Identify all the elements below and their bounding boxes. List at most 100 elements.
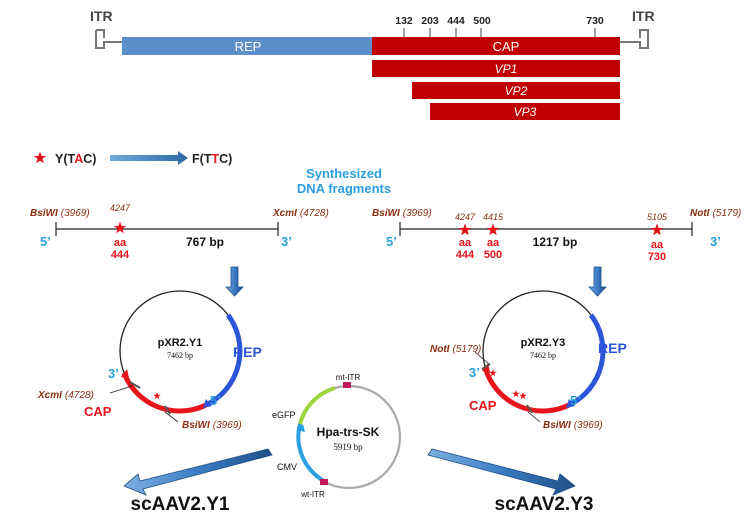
rep-arc <box>206 313 243 407</box>
rep-arc <box>569 313 606 407</box>
star-icon <box>33 151 47 164</box>
rep-bar <box>122 37 372 55</box>
vp3-bar <box>430 103 620 120</box>
synth-title-line1: Synthesized <box>306 166 382 181</box>
frag2-end3: 3’ <box>710 234 721 249</box>
plasmid1-end5: 5’ <box>210 393 221 408</box>
plasmid1-size: 7462 bp <box>167 351 193 360</box>
frag1-mut-num: 444 <box>111 249 130 261</box>
frag2-mut-pos: 4415 <box>483 212 504 222</box>
frag2-mut-pos: 4247 <box>455 212 476 222</box>
frag2-mut-num: 500 <box>484 249 502 261</box>
cap-arc <box>121 372 210 414</box>
helper-name: Hpa-trs-SK <box>317 425 380 439</box>
plasmid1-cap: CAP <box>84 404 112 419</box>
plasmid1-end3: 3’ <box>108 366 119 381</box>
frag1-length: 767 bp <box>186 235 224 249</box>
synth-title-line2: DNA fragments <box>297 181 391 196</box>
plasmid1-name: pXR2.Y1 <box>158 337 203 349</box>
frag2-mut-num: 444 <box>456 249 475 261</box>
plasmid2-site-b: BsiWI(3969) <box>543 420 603 431</box>
cap-arc <box>482 366 573 414</box>
frag2-mut-pos: 5105 <box>647 212 668 222</box>
egfp-arc <box>298 386 336 425</box>
helper-cmv: CMV <box>277 462 297 472</box>
star-icon <box>519 392 527 400</box>
plasmid2-size: 7462 bp <box>530 351 556 360</box>
plasmid2-cap: CAP <box>469 398 497 413</box>
frag2-mut-aa: aa <box>487 237 500 249</box>
mutation-legend: Y(TAC) F(TTC) <box>33 151 232 166</box>
itr-right-label: ITR <box>632 8 655 24</box>
cap-bar-label: CAP <box>493 39 520 54</box>
helper-egfp: eGFP <box>272 410 296 420</box>
frag1-end5: 5’ <box>40 234 51 249</box>
frag2-site-left: BsiWI(3969) <box>372 208 432 219</box>
arrow-down-left-icon <box>123 448 273 496</box>
arrow-down-right-icon <box>427 448 576 496</box>
vp1-bar <box>372 60 620 77</box>
star-icon <box>486 223 500 236</box>
product-y3: scAAV2.Y3 <box>495 494 594 515</box>
vp2-bar <box>412 82 620 99</box>
rep-bar-label: REP <box>235 39 262 54</box>
helper-mt-itr: mt-ITR <box>336 373 361 382</box>
star-icon <box>113 221 127 234</box>
pos-label: 730 <box>586 15 604 27</box>
frag2-length: 1217 bp <box>533 235 578 249</box>
helper-plasmid: mt-ITR wt-ITR eGFP CMV Hpa-trs-SK 5919 b… <box>272 373 402 499</box>
plasmid2-end5: 5’ <box>570 393 581 408</box>
star-icon <box>458 223 472 236</box>
itr-right-icon <box>620 29 649 49</box>
plasmid2-rep: REP <box>598 340 627 356</box>
star-icon <box>153 392 161 400</box>
plasmid2-name: pXR2.Y3 <box>521 337 566 349</box>
frag1-end3: 3’ <box>281 234 292 249</box>
cmv-arc <box>296 423 326 483</box>
vp1-label: VP1 <box>495 62 518 76</box>
arrow-right-icon <box>110 151 188 165</box>
pos-label: 444 <box>447 15 465 27</box>
plasmid-2: pXR2.Y3 7462 bp REP CAP 3’ 5’ NotI(5179)… <box>430 290 627 431</box>
fragment-2: BsiWI(3969) NotI(5179) 4247 4415 5105 aa… <box>372 208 741 263</box>
arrow-down-icon <box>225 266 244 297</box>
plasmid2-site-a: NotI(5179) <box>430 344 481 355</box>
fragment-1: BsiWI(3969) XcmI(4728) 4247 aa 444 767 b… <box>30 203 329 261</box>
star-icon <box>650 223 664 236</box>
frag2-end5: 5’ <box>386 234 397 249</box>
itr-left-label: ITR <box>90 8 113 24</box>
position-ticks <box>403 28 596 37</box>
plasmid2-end3: 3’ <box>469 365 480 380</box>
cap-bar <box>372 37 620 55</box>
helper-size: 5919 bp <box>333 442 363 452</box>
legend-tyr: Y(TAC) <box>55 152 96 166</box>
arrow-down-icon <box>588 266 607 297</box>
plasmid1-site-b: BsiWI(3969) <box>182 420 242 431</box>
vp3-label: VP3 <box>514 105 537 119</box>
pos-label: 132 <box>395 15 413 27</box>
frag2-mut-num: 730 <box>648 251 666 263</box>
wt-itr-mark <box>320 479 328 485</box>
plasmid-1: pXR2.Y1 7462 bp REP CAP 3’ 5’ XcmI(4728)… <box>37 290 262 431</box>
frag1-site-right: XcmI(4728) <box>272 208 329 219</box>
legend-phe: F(TTC) <box>192 152 232 166</box>
pos-label: 203 <box>421 15 439 27</box>
frag1-mut-aa: aa <box>114 237 127 249</box>
frag2-site-right: NotI(5179) <box>690 208 741 219</box>
pos-label: 500 <box>473 15 491 27</box>
mt-itr-mark <box>343 382 351 388</box>
plasmid1-site-a: XcmI(4728) <box>37 390 94 401</box>
helper-wt-itr: wt-ITR <box>300 490 325 499</box>
product-y1: scAAV2.Y1 <box>131 494 230 515</box>
vp2-label: VP2 <box>505 84 528 98</box>
frag1-mut-pos: 4247 <box>110 203 131 213</box>
itr-left-icon <box>95 29 122 49</box>
genome-map: ITR REP CAP ITR 132 203 444 500 730 V <box>90 8 655 120</box>
star-icon <box>512 390 520 398</box>
frag2-mut-aa: aa <box>651 239 664 251</box>
frag1-site-left: BsiWI(3969) <box>30 208 90 219</box>
frag2-mut-aa: aa <box>459 237 472 249</box>
plasmid1-rep: REP <box>233 344 262 360</box>
